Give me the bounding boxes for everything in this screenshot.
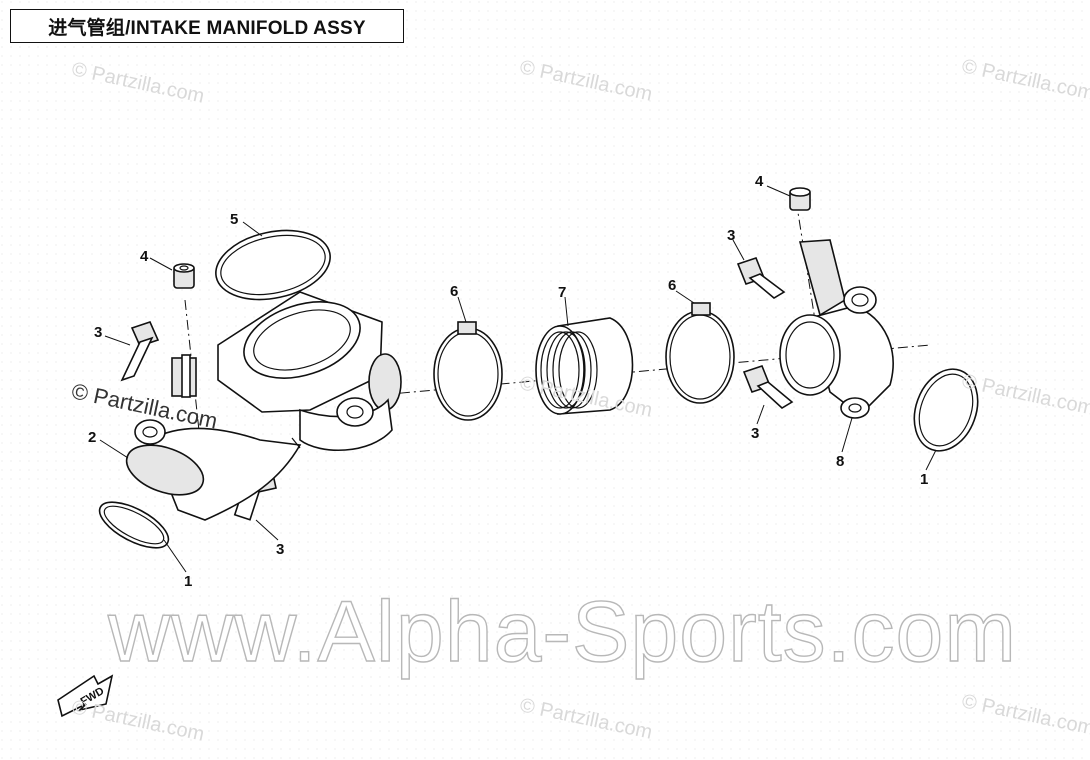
leader-lines	[99, 185, 937, 573]
intake-pipe-joint	[779, 239, 894, 419]
diagram-title: 进气管组/INTAKE MANIFOLD ASSY	[10, 9, 404, 43]
callout-6-left: 6	[450, 283, 458, 300]
hose-clamp-left	[433, 321, 503, 421]
callout-2: 2	[88, 429, 96, 446]
callout-6-right: 6	[668, 277, 676, 294]
intake-boot	[535, 317, 634, 415]
spacer-right	[789, 187, 811, 211]
gasket-left	[98, 501, 170, 549]
o-ring-gasket	[215, 229, 331, 301]
callout-3-right-upper: 3	[727, 227, 735, 244]
axis-line-left	[184, 299, 201, 441]
gasket-right	[913, 368, 979, 452]
fwd-arrow: FWD	[57, 674, 114, 718]
bolt-right-upper	[736, 257, 786, 299]
callout-3-left-lower: 3	[276, 541, 284, 558]
callout-4-right: 4	[755, 173, 764, 190]
watermark-large: www.Alpha-Sports.com	[107, 583, 1017, 680]
callout-1-right: 1	[920, 471, 928, 488]
bolt-left-upper	[120, 321, 160, 382]
bolt-right-lower	[742, 365, 794, 409]
callout-3-right-lower: 3	[751, 425, 759, 442]
callout-5: 5	[230, 211, 238, 228]
hose-clamp-right	[665, 302, 735, 404]
callout-3-left-upper: 3	[94, 324, 102, 341]
spacer-left	[173, 263, 195, 289]
callout-7: 7	[558, 284, 566, 301]
callout-labels: 5 4 3 2 1 3 6 7 6 4 3 3 8 1	[88, 173, 928, 590]
intake-manifold-body	[125, 291, 402, 521]
callout-4-left: 4	[140, 248, 149, 265]
callout-1-left: 1	[184, 573, 192, 590]
callout-8: 8	[836, 453, 844, 470]
